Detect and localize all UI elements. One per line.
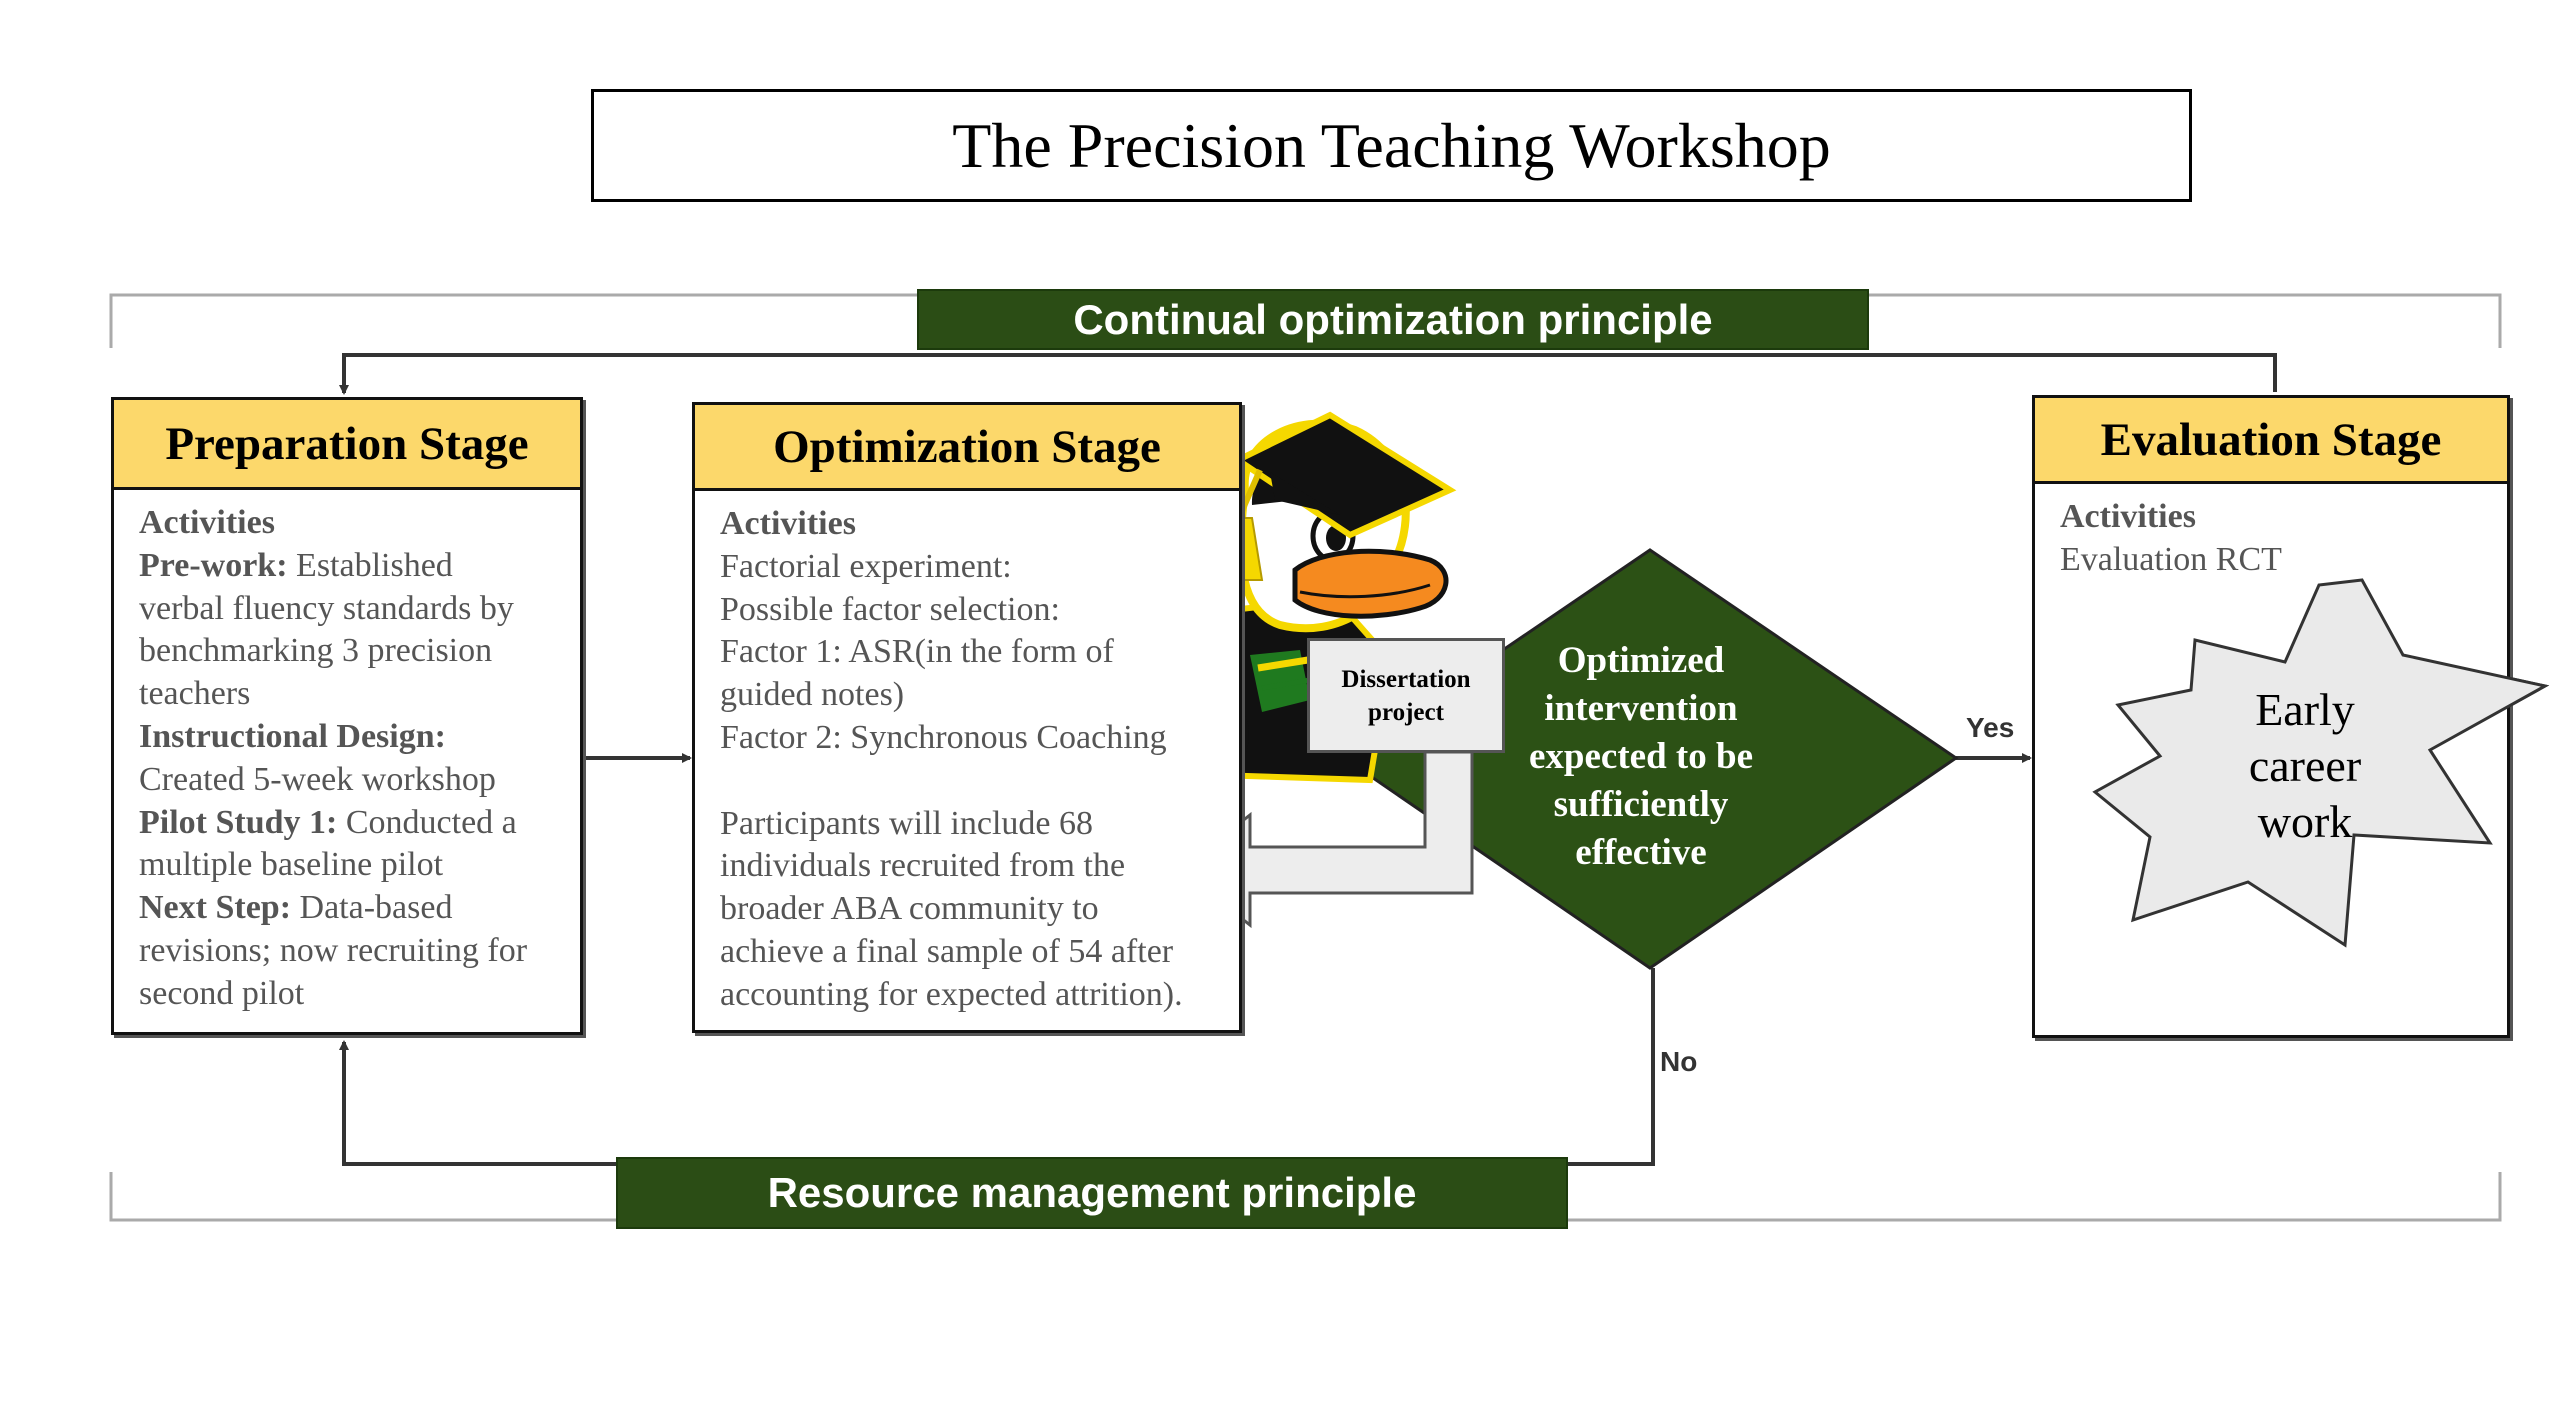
page-title: The Precision Teaching Workshop [591, 89, 2192, 202]
decision-text: Optimized intervention expected to be su… [1500, 637, 1782, 877]
participants-line: achieve a final sample of 54 after [720, 932, 1174, 970]
burst-line: Early [2255, 684, 2355, 735]
dissertation-line: project [1368, 698, 1444, 726]
outer-frame [109, 293, 2502, 1222]
participants-line: individuals recruited from the [720, 847, 1126, 885]
pilot-study-text: multiple baseline pilot [139, 846, 444, 884]
activities-label: Activities [139, 504, 275, 541]
dissertation-line: Dissertation [1341, 665, 1471, 693]
pilot-study-label: Pilot Study 1: [139, 803, 338, 841]
early-career-burst-shape [2092, 578, 2550, 948]
burst-line: work [2257, 796, 2353, 847]
optimization-line: Factor 2: Synchronous Coaching [720, 718, 1167, 756]
prework-text: benchmarking 3 precision [139, 632, 493, 670]
early-career-text: Early career work [2215, 682, 2395, 850]
decision-line: sufficiently [1553, 784, 1729, 825]
prework-text: teachers [139, 675, 251, 713]
next-step-text: Data-based [299, 889, 453, 927]
burst-line: career [2248, 740, 2362, 791]
participants-line: broader ABA community to [720, 890, 1099, 928]
optimization-line: guided notes) [720, 676, 905, 714]
decision-line: expected to be [1529, 736, 1753, 777]
decision-line: effective [1575, 832, 1707, 873]
activities-label: Activities [2060, 498, 2196, 535]
instructional-design-text: Created 5-week workshop [139, 760, 496, 798]
activities-label: Activities [720, 505, 856, 542]
participants-line: accounting for expected attrition). [720, 975, 1183, 1013]
preparation-stage-box: Preparation Stage Activities Pre-work: E… [111, 397, 583, 1035]
next-step-label: Next Step: [139, 889, 292, 927]
prework-text: Established [296, 546, 453, 584]
decision-line: Optimized [1557, 640, 1725, 681]
optimization-stage-box: Optimization Stage Activities Factorial … [692, 402, 1242, 1033]
evaluation-stage-header: Evaluation Stage [2035, 398, 2507, 484]
next-step-text: revisions; now recruiting for [139, 931, 528, 969]
optimization-stage-header: Optimization Stage [695, 405, 1239, 491]
instructional-design-label: Instructional Design: [139, 717, 446, 755]
pilot-study-text: Conducted a [345, 803, 517, 841]
yes-label: Yes [1966, 712, 2015, 743]
evaluation-stage-body: Activities Evaluation RCT [2035, 484, 2507, 582]
optimization-line: Possible factor selection: [720, 590, 1060, 628]
optimization-line: Factor 1: ASR(in the form of [720, 633, 1114, 671]
participants-line: Participants will include 68 [720, 804, 1093, 842]
next-step-text: second pilot [139, 974, 305, 1012]
decision-line: intervention [1544, 688, 1738, 729]
continual-optimization-banner: Continual optimization principle [917, 289, 1869, 350]
optimization-stage-body: Activities Factorial experiment: Possibl… [695, 491, 1239, 1017]
no-label: No [1660, 1046, 1698, 1077]
optimization-line: Factorial experiment: [720, 547, 1012, 585]
prework-text: verbal fluency standards by [139, 589, 514, 627]
prework-label: Pre-work: [139, 546, 288, 584]
top-loop-connector [339, 353, 2277, 395]
evaluation-line: Evaluation RCT [2060, 540, 2282, 578]
resource-management-banner: Resource management principle [616, 1157, 1568, 1229]
preparation-stage-body: Activities Pre-work: Established verbal … [114, 490, 580, 1016]
preparation-stage-header: Preparation Stage [114, 400, 580, 490]
dissertation-project-box: Dissertation project [1307, 638, 1505, 753]
